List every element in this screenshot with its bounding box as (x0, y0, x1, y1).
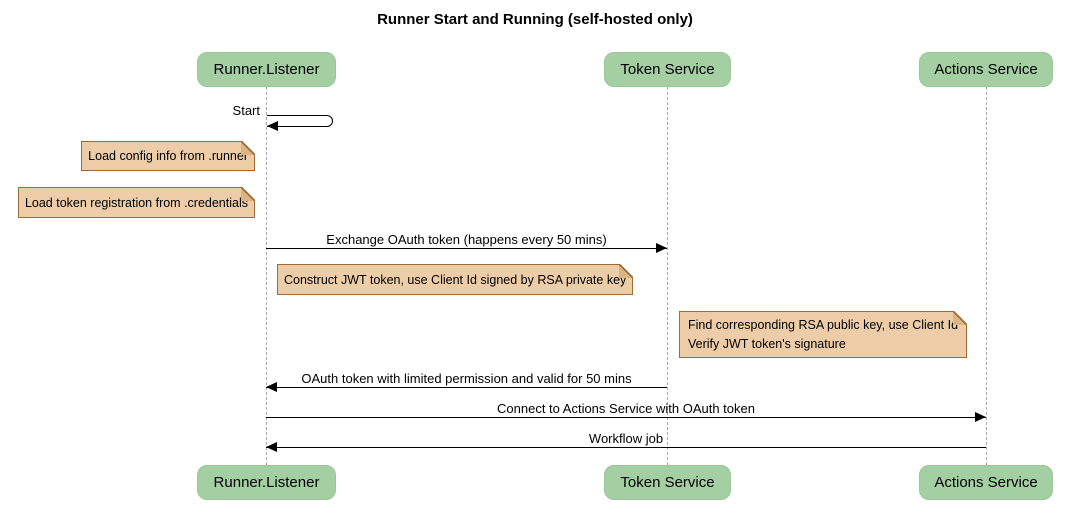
arrow-head-right-icon (656, 243, 667, 253)
start-self-loop-arrow (267, 115, 333, 127)
note-fold-corner-icon (953, 311, 968, 325)
message-oauth-return-line (266, 387, 667, 388)
arrow-head-left-icon (266, 382, 277, 392)
arrow-head-left-icon (267, 121, 278, 131)
note-verify-jwt: Find corresponding RSA public key, use C… (679, 311, 968, 358)
message-oauth-return-label: OAuth token with limited permission and … (301, 371, 632, 386)
arrow-head-right-icon (975, 412, 986, 422)
message-exchange-oauth-line (266, 248, 667, 249)
arrow-head-left-icon (266, 442, 277, 452)
note-load-token: Load token registration from .credential… (17, 187, 255, 218)
lifeline-actions-service (986, 87, 987, 465)
participant-actions-service-top: Actions Service (919, 52, 1053, 87)
message-workflow-job-label: Workflow job (588, 431, 664, 446)
note-load-config: Load config info from .runner (81, 141, 255, 171)
message-connect-actions-label: Connect to Actions Service with OAuth to… (497, 401, 755, 416)
lifeline-token-service (667, 87, 668, 465)
note-fold-corner-icon (241, 141, 255, 155)
start-message-label: Start (232, 103, 260, 118)
note-construct-jwt-text: Construct JWT token, use Client Id signe… (284, 272, 627, 287)
note-load-token-text: Load token registration from .credential… (24, 195, 248, 210)
message-connect-actions-line (266, 417, 986, 418)
participant-token-service-bottom: Token Service (604, 465, 731, 500)
message-workflow-job-line (266, 447, 986, 448)
note-construct-jwt: Construct JWT token, use Client Id signe… (277, 264, 634, 295)
diagram-title: Runner Start and Running (self-hosted on… (377, 11, 693, 28)
note-fold-corner-icon (619, 264, 634, 278)
participant-token-service-top: Token Service (604, 52, 731, 87)
participant-runner-listener-bottom: Runner.Listener (197, 465, 336, 500)
participant-actions-service-bottom: Actions Service (919, 465, 1053, 500)
note-load-config-text: Load config info from .runner (88, 149, 248, 163)
note-fold-corner-icon (241, 187, 255, 201)
note-verify-jwt-text: Find corresponding RSA public key, use C… (688, 317, 958, 351)
lifeline-runner-listener (266, 87, 267, 465)
message-exchange-oauth-label: Exchange OAuth token (happens every 50 m… (326, 232, 607, 247)
participant-runner-listener-top: Runner.Listener (197, 52, 336, 87)
